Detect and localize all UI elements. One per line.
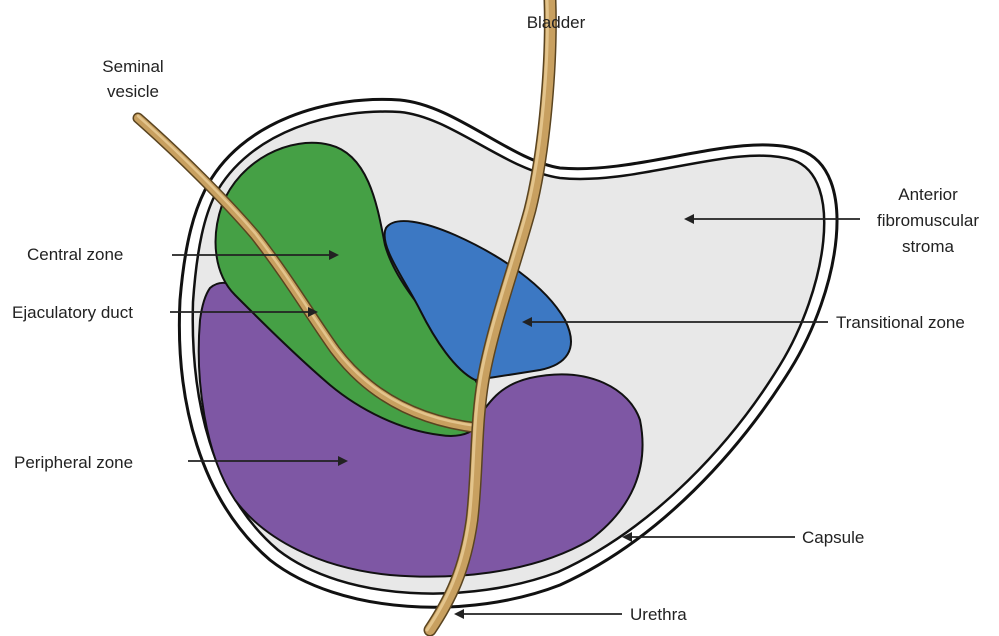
label-urethra: Urethra	[630, 605, 687, 624]
label-seminal-vesicle-1: Seminal	[102, 57, 163, 76]
label-capsule: Capsule	[802, 528, 864, 547]
label-bladder: Bladder	[527, 13, 586, 32]
label-anterior-1: Anterior	[898, 185, 958, 204]
label-anterior-3: stroma	[902, 237, 955, 256]
label-ejaculatory-duct: Ejaculatory duct	[12, 303, 133, 322]
label-seminal-vesicle-2: vesicle	[107, 82, 159, 101]
label-anterior-2: fibromuscular	[877, 211, 979, 230]
label-peripheral-zone: Peripheral zone	[14, 453, 133, 472]
label-transitional-zone: Transitional zone	[836, 313, 965, 332]
label-central-zone: Central zone	[27, 245, 123, 264]
